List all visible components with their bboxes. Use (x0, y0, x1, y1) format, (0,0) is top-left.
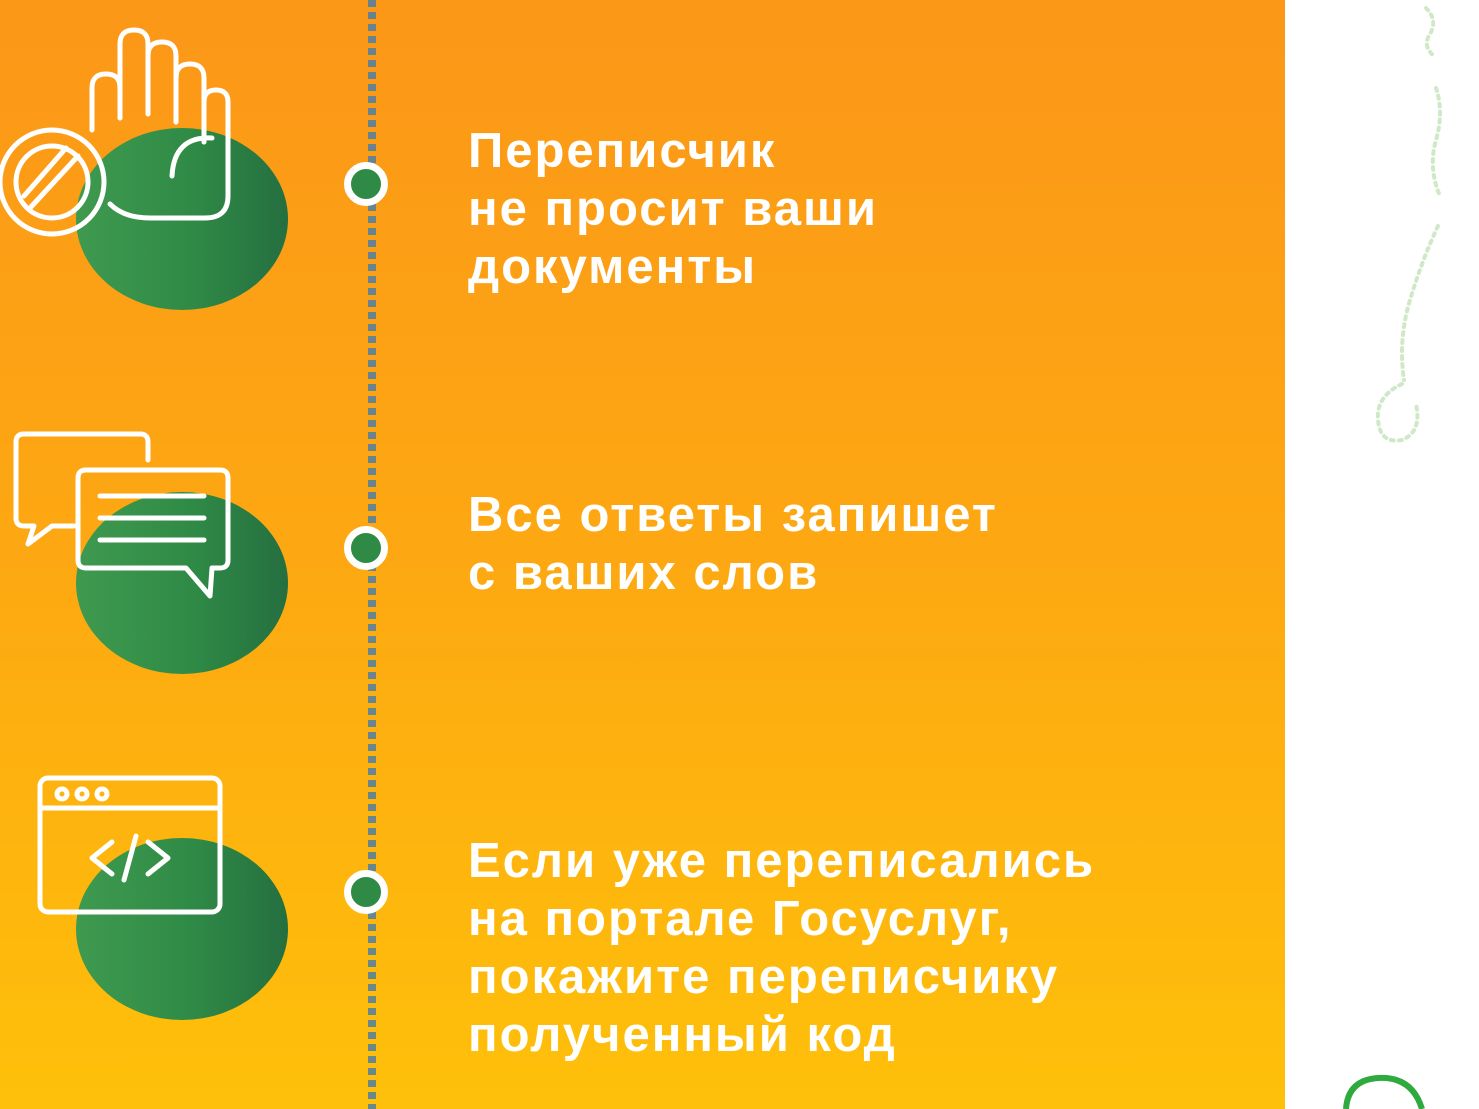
timeline-node (344, 870, 388, 914)
green-circle-bg (76, 838, 288, 1020)
code-window-icon (37, 775, 223, 915)
step-3-text: Если уже переписались на портале Госуслу… (468, 834, 1096, 1062)
timeline-node (344, 526, 388, 570)
chat-bubbles-icon (13, 431, 231, 599)
timeline-node (344, 162, 388, 206)
step-1-text: Переписчик не просит ваши документы (468, 124, 878, 294)
dotted-ornament-icon (1343, 6, 1442, 1109)
stop-hand-icon (0, 27, 231, 237)
step-2-text: Все ответы запишет с ваших слов (468, 488, 998, 600)
census-info-panel: Переписчик не просит ваши документы Все … (0, 0, 1285, 1109)
green-circle-bg (76, 492, 288, 674)
